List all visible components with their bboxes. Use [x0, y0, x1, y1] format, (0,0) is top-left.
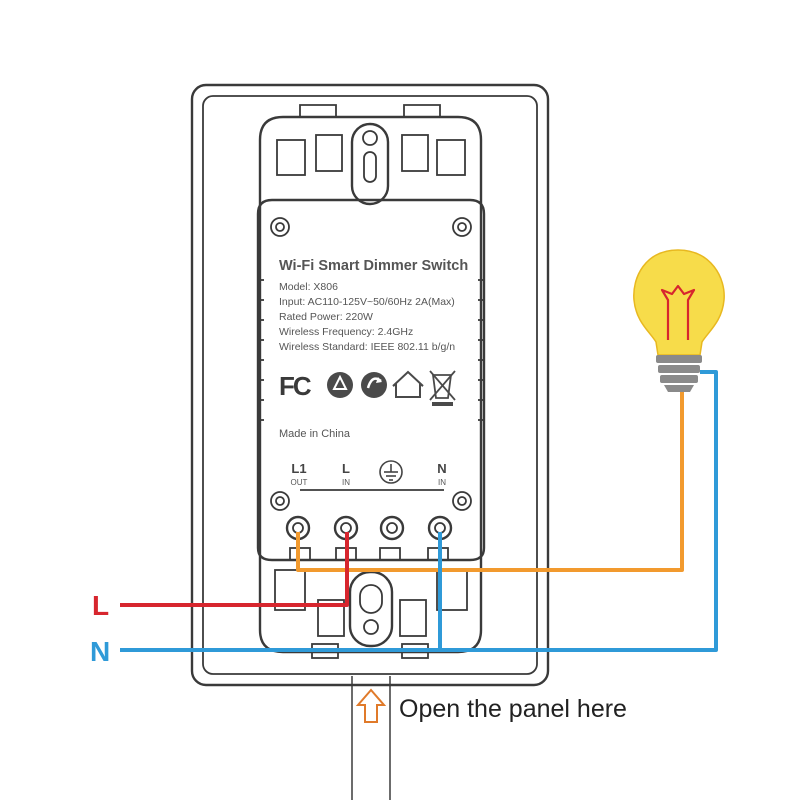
spec-line: Input: AC110-125V~50/60Hz 2A(Max)	[279, 296, 455, 308]
wires	[120, 370, 718, 652]
open-panel-hint: Open the panel here	[351, 676, 627, 800]
screw	[452, 491, 472, 511]
made-in-text: Made in China	[279, 428, 351, 440]
neutral-wire	[120, 370, 718, 652]
light-bulb-icon	[633, 249, 725, 392]
neutral-wire-label: N	[90, 636, 110, 667]
switch-body	[256, 198, 486, 562]
terminal-screws	[285, 515, 453, 541]
spec-line: Model: X806	[279, 281, 338, 293]
ground-icon	[379, 460, 403, 484]
house-icon	[392, 370, 424, 398]
screw	[270, 491, 290, 511]
screw	[270, 217, 290, 237]
terminal-n-sublabel: IN	[438, 478, 446, 487]
load-wire	[296, 385, 684, 572]
terminal-l-label: L	[342, 461, 350, 476]
up-arrow-icon	[355, 688, 387, 723]
terminal-labels: L1 OUT L IN N IN	[291, 460, 447, 487]
spec-line: Wireless Frequency: 2.4GHz	[279, 326, 413, 338]
terminal-n-label: N	[437, 461, 446, 476]
terminal-ground-screw	[379, 515, 405, 541]
terminal-l1-label: L1	[291, 461, 306, 476]
rohs-icon	[361, 372, 387, 398]
live-wire	[120, 532, 349, 607]
screw	[452, 217, 472, 237]
product-title: Wi-Fi Smart Dimmer Switch	[279, 258, 468, 274]
terminal-l1-sublabel: OUT	[291, 478, 308, 487]
fc-mark: FC	[279, 371, 312, 401]
open-panel-text: Open the panel here	[399, 695, 627, 723]
product-label: Wi-Fi Smart Dimmer Switch Model: X806 In…	[279, 258, 468, 440]
weee-bin-icon	[429, 370, 456, 406]
recycle-icon	[327, 372, 353, 398]
spec-line: Wireless Standard: IEEE 802.11 b/g/n	[279, 341, 455, 353]
spec-line: Rated Power: 220W	[279, 311, 373, 323]
live-wire-label: L	[92, 590, 109, 621]
terminal-l-sublabel: IN	[342, 478, 350, 487]
wall-plate	[190, 83, 550, 687]
